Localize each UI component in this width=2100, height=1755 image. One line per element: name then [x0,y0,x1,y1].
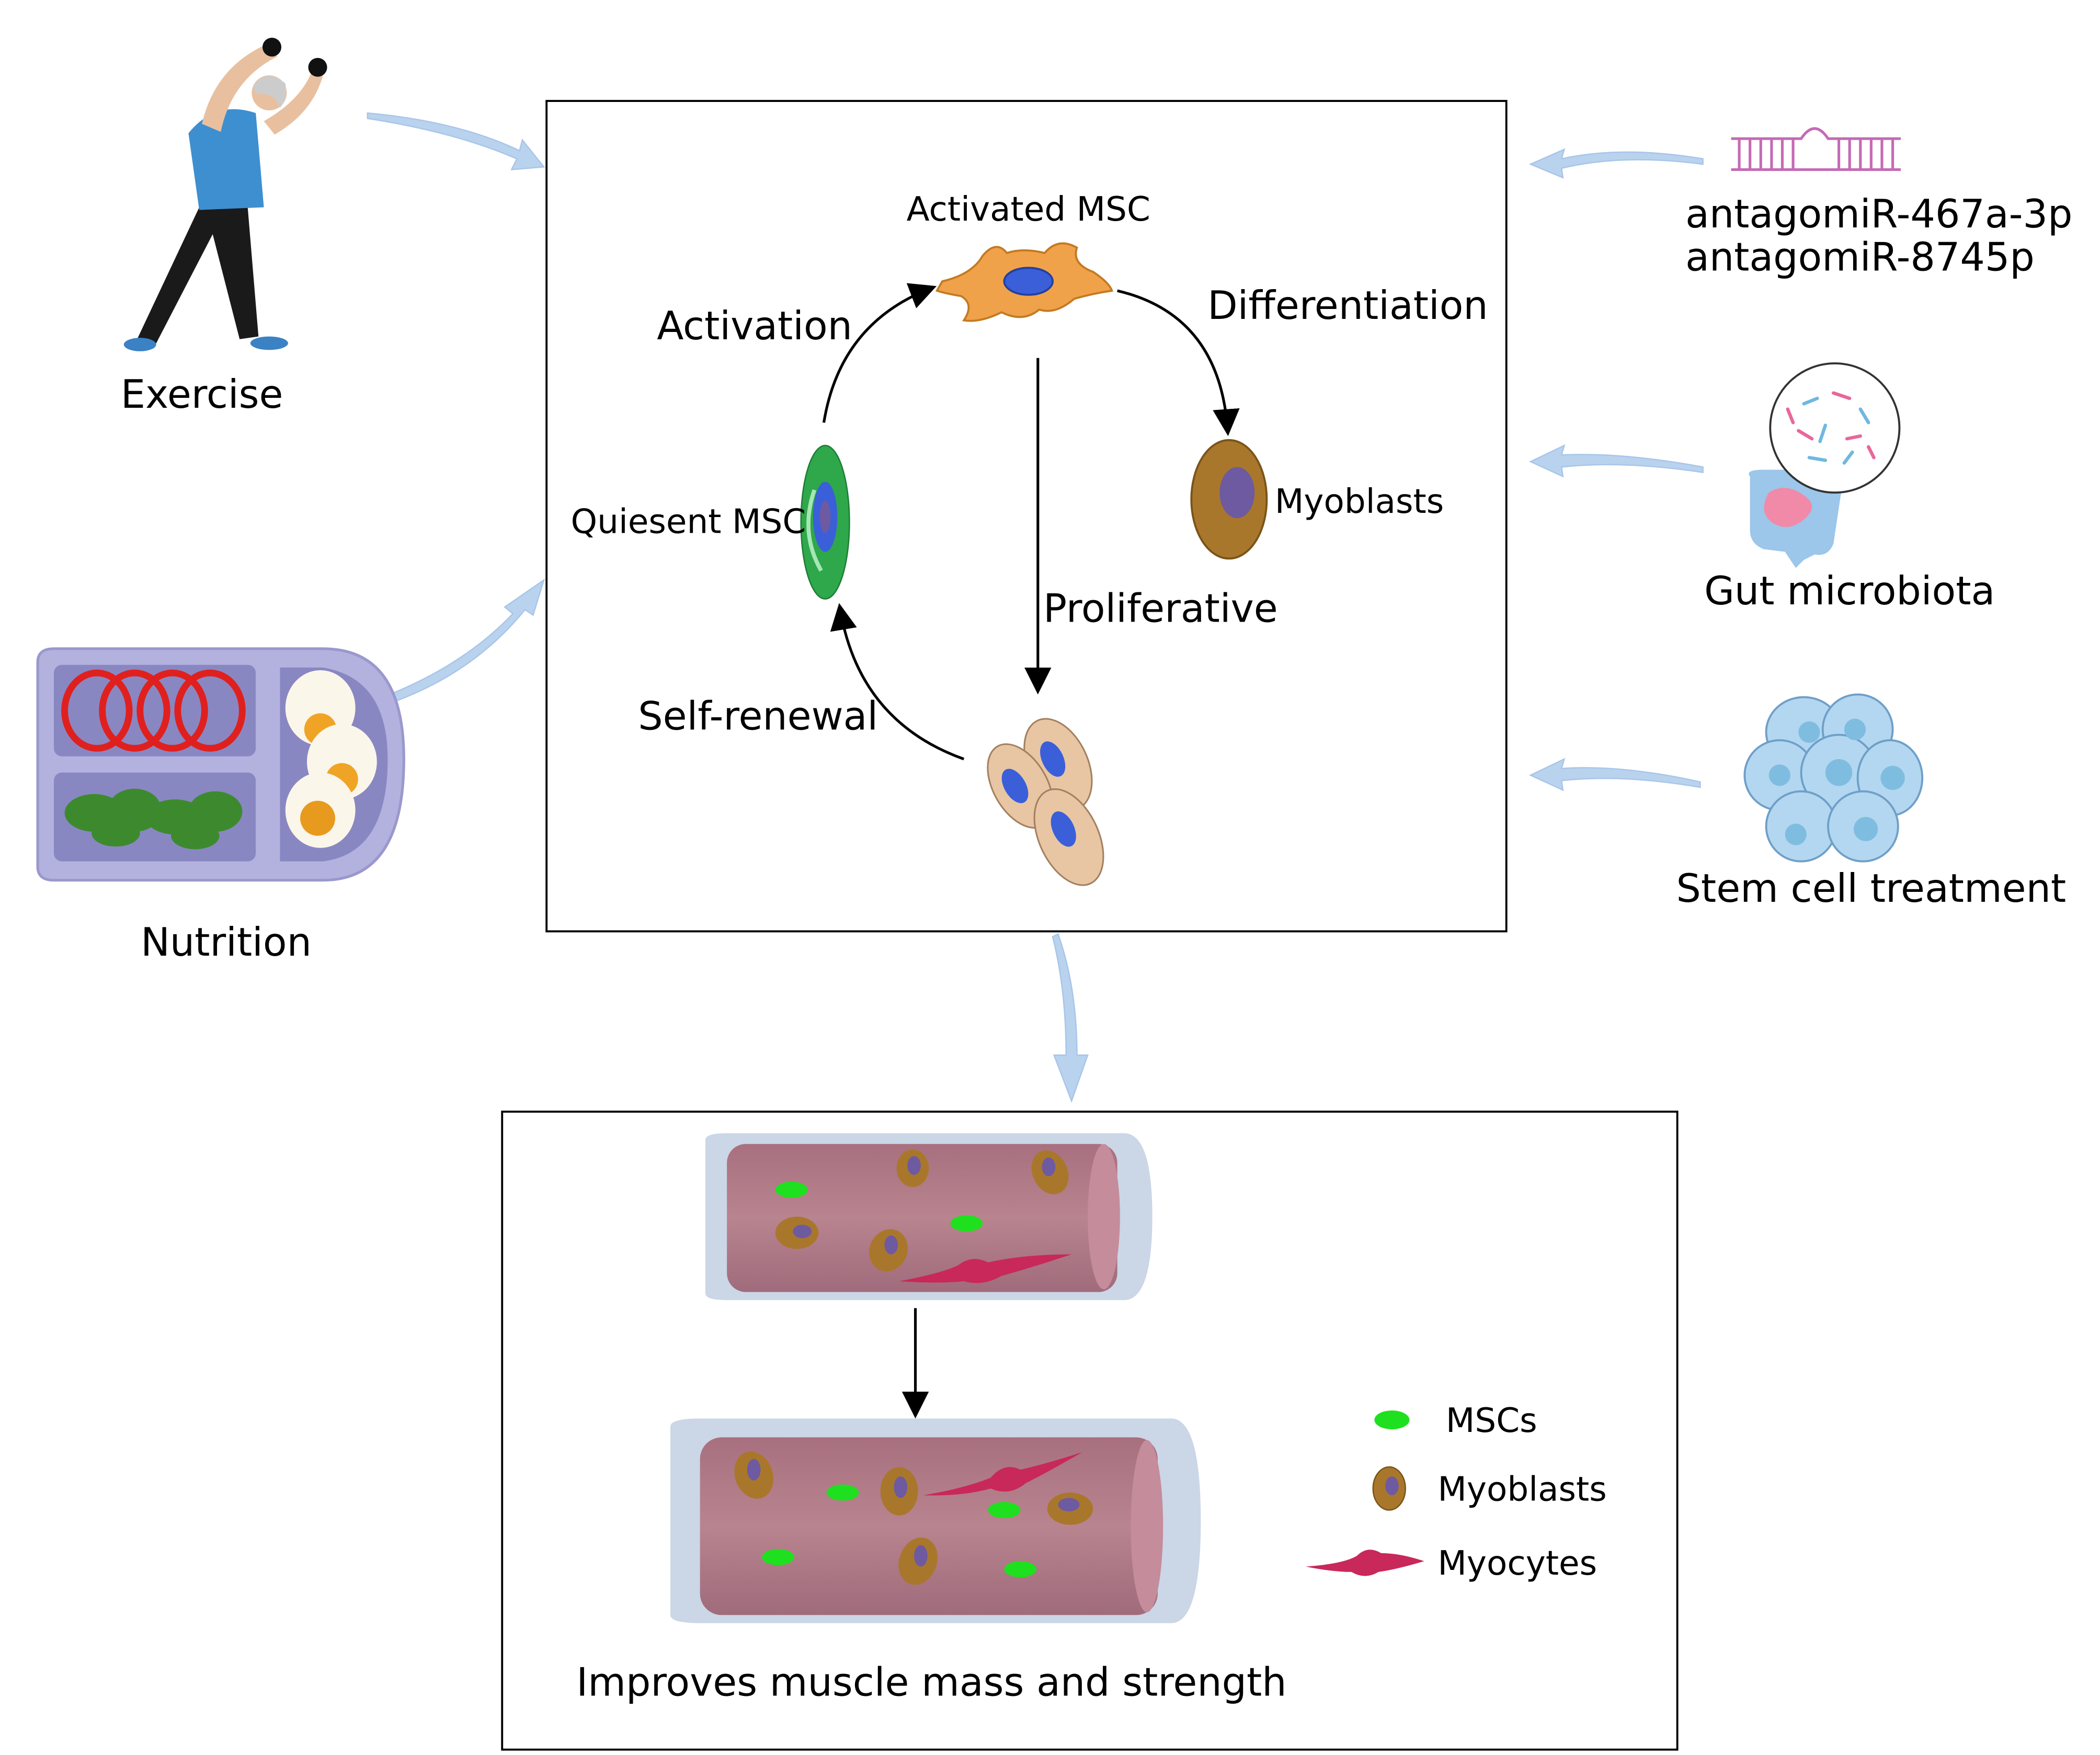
quiescent-msc-cell-icon [800,444,850,600]
legend-myoblast-nucleus [1385,1476,1399,1496]
legend-msc-icon [1374,1410,1410,1429]
self-renewal-arrow [830,603,965,761]
self-renewal-label: Self-renewal [638,693,878,739]
exercise-label: Exercise [121,372,283,417]
legend-myocyte-label: Myocytes [1437,1544,1597,1583]
input-arrows [367,112,1704,1103]
legend: MSCs Myoblasts Myocytes [1306,1401,1607,1583]
legend-myoblast-label: Myoblasts [1437,1470,1606,1509]
quiescent-msc-label: Quiesent MSC [571,502,806,541]
exercise-arrow [367,112,545,170]
gut-microbiota-icon [1749,362,1901,568]
muscle-fiber-after [670,1418,1201,1623]
antagomir-label-line2: antagomiR-8745p [1685,234,2035,280]
activated-msc-label: Activated MSC [907,190,1150,229]
nutrition-arrow [385,578,545,704]
nutrition-tray-icon [36,647,405,882]
antagomir-arrow [1528,148,1704,179]
legend-msc-label: MSCs [1446,1401,1537,1440]
rna-hairpin-icon [1731,127,1901,171]
outcome-caption: Improves muscle mass and strength [576,1660,1286,1705]
activated-msc-cell-icon [935,242,1113,322]
cycle-box [545,100,1508,933]
nutrition-label: Nutrition [141,920,312,965]
gut-microbiota-label: Gut microbiota [1704,568,1995,614]
myoblast-cell-icon [1190,439,1268,560]
proliferating-cells-icon [987,718,1104,886]
muscle-fiber-before-cells [775,1149,1072,1283]
differentiation-arrow [1117,289,1240,437]
differentiation-label: Differentiation [1207,283,1488,328]
stem-cell-cluster-icon [1743,693,1924,863]
antagomir-label-line1: antagomiR-467a-3p [1685,191,2072,237]
stem-cell-treatment-label: Stem cell treatment [1676,866,2067,911]
activation-label: Activation [657,303,852,349]
gut-microbiota-arrow [1529,444,1704,478]
exercise-person-icon [123,38,327,351]
stem-cell-arrow [1529,758,1701,792]
legend-myocyte-icon [1306,1550,1424,1576]
proliferative-label: Proliferative [1043,586,1278,631]
activation-arrow [822,283,937,423]
outcome-box [501,1110,1679,1751]
myoblasts-label: Myoblasts [1275,482,1444,521]
muscle-fiber-after-cells [734,1451,1093,1585]
outcome-down-arrow [1052,933,1089,1103]
